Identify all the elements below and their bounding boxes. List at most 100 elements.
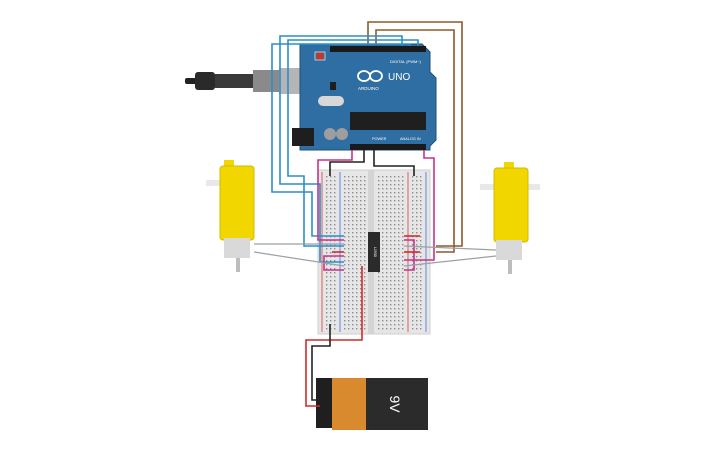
breadboard-hole	[356, 324, 358, 326]
breadboard-hole	[382, 324, 384, 326]
breadboard-hole	[412, 220, 414, 222]
breadboard-hole	[348, 324, 350, 326]
breadboard-hole	[344, 212, 346, 214]
breadboard-hole	[352, 248, 354, 250]
arduino-logo-icon	[357, 70, 383, 82]
breadboard-hole	[378, 272, 380, 274]
breadboard-hole	[412, 328, 414, 330]
breadboard-hole	[330, 232, 332, 234]
breadboard-hole	[334, 276, 336, 278]
breadboard-hole	[382, 320, 384, 322]
breadboard-hole	[326, 244, 328, 246]
breadboard-hole	[334, 324, 336, 326]
breadboard-hole	[344, 176, 346, 178]
breadboard-hole	[356, 216, 358, 218]
breadboard-hole	[394, 240, 396, 242]
breadboard-hole	[344, 204, 346, 206]
breadboard-hole	[356, 232, 358, 234]
battery-voltage-label: 9V	[387, 395, 403, 413]
breadboard-hole	[378, 304, 380, 306]
breadboard-hole	[348, 176, 350, 178]
breadboard-hole	[386, 208, 388, 210]
breadboard-hole	[364, 184, 366, 186]
breadboard-hole	[326, 228, 328, 230]
breadboard-hole	[378, 328, 380, 330]
breadboard-hole	[348, 180, 350, 182]
breadboard-hole	[326, 300, 328, 302]
breadboard-hole	[386, 296, 388, 298]
breadboard-hole	[386, 196, 388, 198]
breadboard-hole	[394, 192, 396, 194]
breadboard-hole	[390, 300, 392, 302]
breadboard-hole	[386, 200, 388, 202]
breadboard-hole	[352, 264, 354, 266]
breadboard-hole	[326, 220, 328, 222]
breadboard-hole	[348, 328, 350, 330]
breadboard-hole	[330, 208, 332, 210]
breadboard-hole	[364, 276, 366, 278]
breadboard-hole	[360, 196, 362, 198]
breadboard-hole	[364, 304, 366, 306]
analog-in-label: ANALOG IN	[400, 137, 421, 141]
breadboard-hole	[398, 188, 400, 190]
breadboard-hole	[334, 260, 336, 262]
breadboard-hole	[352, 204, 354, 206]
small-ic	[330, 82, 336, 90]
breadboard-hole	[348, 284, 350, 286]
breadboard-hole	[330, 308, 332, 310]
breadboard-hole	[364, 192, 366, 194]
breadboard-hole	[382, 184, 384, 186]
breadboard-hole	[386, 304, 388, 306]
breadboard-hole	[412, 192, 414, 194]
breadboard-hole	[356, 188, 358, 190]
atmega-chip	[350, 112, 426, 130]
breadboard-hole	[326, 184, 328, 186]
breadboard-hole	[348, 196, 350, 198]
breadboard-hole	[344, 320, 346, 322]
breadboard-hole	[398, 280, 400, 282]
breadboard-hole	[356, 304, 358, 306]
breadboard-hole	[386, 284, 388, 286]
breadboard-hole	[394, 280, 396, 282]
breadboard-hole	[416, 280, 418, 282]
breadboard-hole	[360, 236, 362, 238]
breadboard-hole	[386, 260, 388, 262]
breadboard-hole	[330, 296, 332, 298]
battery-body	[366, 378, 428, 430]
breadboard-hole	[348, 256, 350, 258]
breadboard-hole	[390, 284, 392, 286]
breadboard-hole	[402, 328, 404, 330]
breadboard-hole	[348, 268, 350, 270]
breadboard-hole	[360, 284, 362, 286]
breadboard-hole	[398, 220, 400, 222]
breadboard-hole	[386, 328, 388, 330]
breadboard-hole	[360, 296, 362, 298]
breadboard-hole	[416, 176, 418, 178]
breadboard-hole	[364, 204, 366, 206]
breadboard-hole	[364, 252, 366, 254]
crystal-oscillator	[318, 96, 344, 106]
breadboard-hole	[330, 184, 332, 186]
breadboard-hole	[412, 228, 414, 230]
breadboard-hole	[398, 228, 400, 230]
breadboard-hole	[420, 296, 422, 298]
breadboard-hole	[378, 192, 380, 194]
breadboard-hole	[348, 184, 350, 186]
breadboard-hole	[398, 192, 400, 194]
breadboard-hole	[398, 236, 400, 238]
breadboard-hole	[420, 244, 422, 246]
breadboard-hole	[348, 192, 350, 194]
breadboard-hole	[352, 208, 354, 210]
breadboard-hole	[326, 216, 328, 218]
breadboard-hole	[398, 264, 400, 266]
breadboard-hole	[356, 272, 358, 274]
breadboard-hole	[334, 196, 336, 198]
breadboard-hole	[356, 268, 358, 270]
breadboard-hole	[378, 196, 380, 198]
breadboard-hole	[326, 312, 328, 314]
breadboard-hole	[420, 192, 422, 194]
driver-ic-label: L293D	[373, 247, 377, 258]
breadboard-hole	[348, 264, 350, 266]
breadboard-hole	[412, 288, 414, 290]
